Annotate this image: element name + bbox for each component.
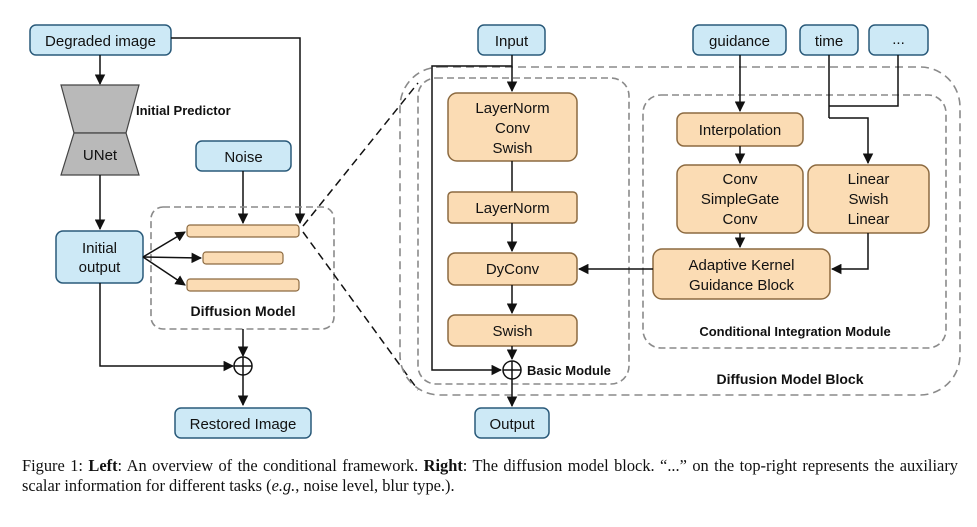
interpolation-label: Interpolation [699,122,782,139]
predictor-encoder-trapezoid [60,84,140,134]
initial-output-label-2: output [79,259,122,276]
right-panel: Diffusion Model Block Conditional Integr… [399,24,961,439]
diffusion-model-label: Diffusion Model [191,303,296,319]
lcs-line-2: Conv [495,120,531,137]
basic-module-box [417,77,630,385]
diffusion-model-block-box [399,66,961,396]
sum-node-left [233,356,253,376]
diffusion-model-dashed-box [150,206,335,330]
conditional-integration-box [642,94,947,349]
csc-line-3: Conv [722,211,758,228]
akgb-line-2: Guidance Block [689,277,795,294]
csc-line-2: SimpleGate [701,191,779,208]
restored-image-label: Restored Image [190,416,297,433]
sum-node-right [502,360,522,380]
degraded-image-label: Degraded image [45,33,156,50]
caption-fig: Figure 1: [22,456,89,475]
layernorm-label: LayerNorm [475,200,549,217]
diffusion-bar-3 [186,278,300,292]
left-panel: Degraded image UNet Initial Predictor In… [29,24,335,439]
csc-line-1: Conv [722,171,758,188]
conditional-integration-label: Conditional Integration Module [699,324,890,339]
lsl-line-3: Linear [848,211,890,228]
initial-output-label-1: Initial [82,240,117,257]
restored-image-box [174,407,312,439]
zoom-line-bottom [302,231,419,391]
lsl-line-1: Linear [848,171,890,188]
framework-diagram: Degraded image UNet Initial Predictor In… [29,24,961,439]
lcs-line-3: Swish [492,140,532,157]
dyconv-label: DyConv [486,261,540,278]
guidance-label: guidance [709,33,770,50]
caption-tail: , noise level, blur type.). [295,476,455,495]
ellipsis-label: ... [892,31,905,48]
caption-left-text: : An overview of the conditional framewo… [117,456,424,475]
caption-left-label: Left [88,456,118,475]
unet-label: UNet [83,147,118,164]
basic-module-label: Basic Module [527,363,611,378]
output-box [474,407,550,439]
predictor-decoder-trapezoid [60,132,140,176]
time-label: time [815,33,843,50]
lsl-line-2: Swish [848,191,888,208]
caption-eg: e.g. [271,476,296,495]
initial-predictor-label: Initial Predictor [136,103,231,118]
caption-right-text: : The diffusion model block. “...” on th… [22,456,958,495]
skip-connection [431,65,512,376]
adaptive-kernel-guidance-block-box [652,248,831,300]
diffusion-model-block-label: Diffusion Model Block [717,371,864,387]
lcs-line-1: LayerNorm [475,100,549,117]
caption-right-label: Right [423,456,463,475]
output-label: Output [489,416,535,433]
diffusion-bar-1 [186,224,300,238]
akgb-line-1: Adaptive Kernel [689,257,795,274]
input-label: Input [495,33,529,50]
figure-caption: Figure 1: Left: An overview of the condi… [22,456,958,496]
diffusion-bar-2 [202,251,284,265]
swish-label: Swish [492,323,532,340]
zoom-line-top [302,82,419,227]
noise-label: Noise [224,149,262,166]
